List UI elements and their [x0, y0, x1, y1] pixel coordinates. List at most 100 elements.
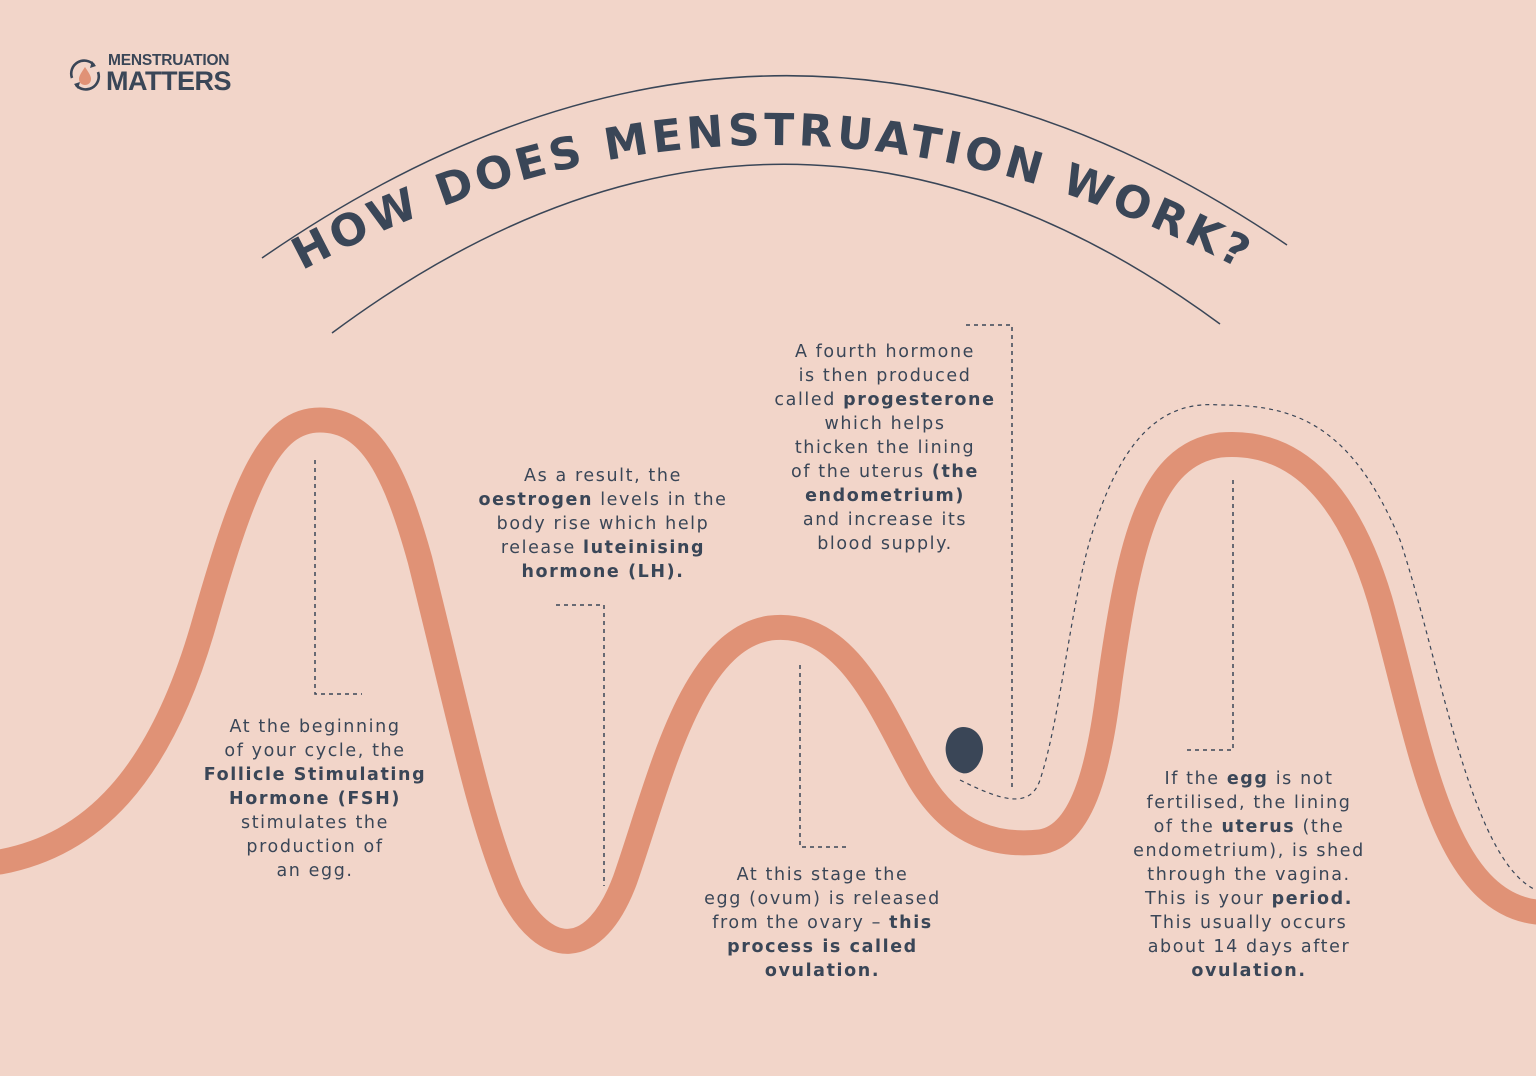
caption-line: At the beginning — [190, 715, 440, 739]
caption-line: As a result, the — [468, 464, 738, 488]
shed-lining-dashed-line — [959, 404, 1536, 891]
caption-line: hormone (LH). — [468, 560, 738, 584]
cycle-drop-icon — [70, 59, 100, 91]
caption-line: called progesterone — [770, 388, 1000, 412]
caption-line: stimulates the — [190, 811, 440, 835]
caption-text: thicken the lining — [794, 438, 976, 458]
caption-line: process is called — [680, 935, 965, 959]
caption-text: release — [500, 538, 584, 558]
caption-bold-text: this — [889, 913, 933, 933]
leader-progesterone — [966, 324, 1013, 790]
caption-text: At this stage the — [736, 865, 909, 885]
caption-bold-text: oestrogen — [478, 490, 594, 510]
caption-line: which helps — [770, 412, 1000, 436]
caption-line: fertilised, the lining — [1112, 791, 1386, 815]
caption-line: blood supply. — [770, 532, 1000, 556]
caption-bold-text: ovulation. — [1191, 961, 1307, 981]
caption-text: and increase its — [802, 510, 968, 530]
caption-text: (the — [1295, 817, 1345, 837]
caption-line: and increase its — [770, 508, 1000, 532]
caption-text: egg (ovum) is released — [704, 889, 941, 909]
caption-bold-text: endometrium) — [805, 486, 965, 506]
caption-text: As a result, the — [524, 466, 682, 486]
caption-line: through the vagina. — [1112, 863, 1386, 887]
caption-bold-text: period. — [1271, 889, 1353, 909]
caption-line: release luteinising — [468, 536, 738, 560]
caption-line: body rise which help — [468, 512, 738, 536]
leader-fsh — [314, 460, 362, 695]
caption-text: of the — [1153, 817, 1222, 837]
caption-line: This is your period. — [1112, 887, 1386, 911]
caption-bold-text: process is called — [727, 937, 918, 957]
outer-arc — [261, 74, 1288, 259]
caption-line: about 14 days after — [1112, 935, 1386, 959]
caption-text: about 14 days after — [1147, 937, 1351, 957]
caption-line: oestrogen levels in the — [468, 488, 738, 512]
caption-line: ovulation. — [680, 959, 965, 983]
caption-text: an egg. — [276, 861, 354, 881]
caption-text: endometrium), is shed — [1133, 841, 1365, 861]
caption-line: Hormone (FSH) — [190, 787, 440, 811]
caption-text: stimulates the — [241, 813, 389, 833]
logo-line-1: MENSTRUATION — [108, 52, 230, 69]
caption-text: of the uterus — [791, 462, 932, 482]
caption-bold-text: hormone (LH). — [521, 562, 685, 582]
caption-text: from the ovary – — [712, 913, 890, 933]
caption-line: ovulation. — [1112, 959, 1386, 983]
caption-text: A fourth hormone — [794, 342, 976, 362]
caption-text: levels in the — [593, 490, 728, 510]
caption-text: is then produced — [798, 366, 972, 386]
caption-text: At the beginning — [229, 717, 401, 737]
caption-line: production of — [190, 835, 440, 859]
caption-text: through the vagina. — [1147, 865, 1351, 885]
caption-text: This usually occurs — [1150, 913, 1348, 933]
leader-lh — [556, 604, 605, 886]
page-title: HOW DOES MENSTRUATION WORK? — [284, 105, 1262, 280]
caption-bold-text: ovulation. — [764, 961, 881, 981]
caption-text: of your cycle, the — [224, 741, 406, 761]
leader-period — [1186, 480, 1234, 751]
caption-line: from the ovary – this — [680, 911, 965, 935]
caption-line: Follicle Stimulating — [190, 763, 440, 787]
caption-line: is then produced — [770, 364, 1000, 388]
caption-line: endometrium) — [770, 484, 1000, 508]
hormone-wave — [0, 407, 1536, 954]
caption-bold-text: luteinising — [583, 538, 706, 558]
caption-line: of your cycle, the — [190, 739, 440, 763]
caption-text: body rise which help — [496, 514, 710, 534]
caption-line: This usually occurs — [1112, 911, 1386, 935]
caption-text: is not — [1268, 769, 1334, 789]
caption-text: which helps — [824, 414, 946, 434]
caption-bold-text: Follicle Stimulating — [203, 765, 427, 785]
caption-line: At this stage the — [680, 863, 965, 887]
caption-line: A fourth hormone — [770, 340, 1000, 364]
caption-line: endometrium), is shed — [1112, 839, 1386, 863]
caption-line: If the egg is not — [1112, 767, 1386, 791]
caption-bold-text: progesterone — [843, 390, 996, 410]
caption-text: production of — [246, 837, 384, 857]
caption-line: egg (ovum) is released — [680, 887, 965, 911]
leader-ovulation — [799, 665, 846, 848]
caption-line: thicken the lining — [770, 436, 1000, 460]
caption-text: fertilised, the lining — [1146, 793, 1352, 813]
caption-text: called — [774, 390, 844, 410]
logo-line-2: MATTERS — [106, 66, 232, 96]
caption-line: an egg. — [190, 859, 440, 883]
caption-line: of the uterus (the — [1112, 815, 1386, 839]
caption-text: If the — [1164, 769, 1227, 789]
caption-line: of the uterus (the — [770, 460, 1000, 484]
caption-bold-text: Hormone (FSH) — [229, 789, 401, 809]
caption-text: blood supply. — [817, 534, 953, 554]
logo: MENSTRUATION MATTERS — [66, 52, 256, 97]
caption-bold-text: uterus — [1221, 817, 1296, 837]
inner-arc — [331, 163, 1221, 334]
caption-bold-text: egg — [1226, 769, 1269, 789]
leader-lines — [314, 324, 1234, 886]
caption-bold-text: (the — [931, 462, 979, 482]
